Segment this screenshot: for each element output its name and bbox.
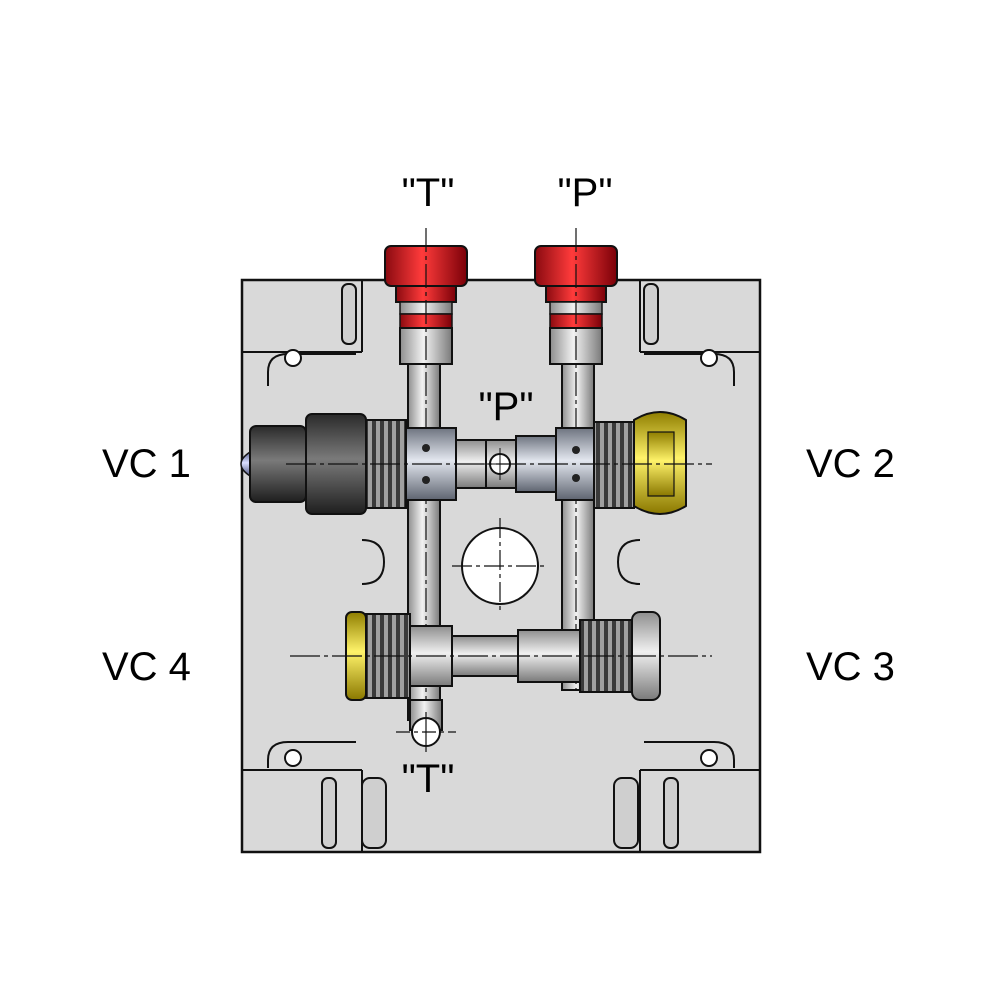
center-hole: [452, 518, 548, 614]
p-port-fitting: [534, 228, 618, 690]
bottom-t-port: [396, 699, 456, 752]
label-vc1: VC 1: [102, 442, 191, 486]
label-t-top: "T": [402, 171, 455, 215]
label-t-bottom: "T": [402, 757, 455, 801]
label-p-center: "P": [478, 385, 533, 429]
centerlines: [286, 463, 712, 657]
manifold-block: [240, 278, 762, 854]
label-vc2: VC 2: [806, 442, 895, 486]
label-p-top: "P": [557, 171, 612, 215]
label-vc3: VC 3: [806, 645, 895, 689]
label-vc4: VC 4: [102, 645, 191, 689]
t-port-fitting: [384, 228, 468, 720]
